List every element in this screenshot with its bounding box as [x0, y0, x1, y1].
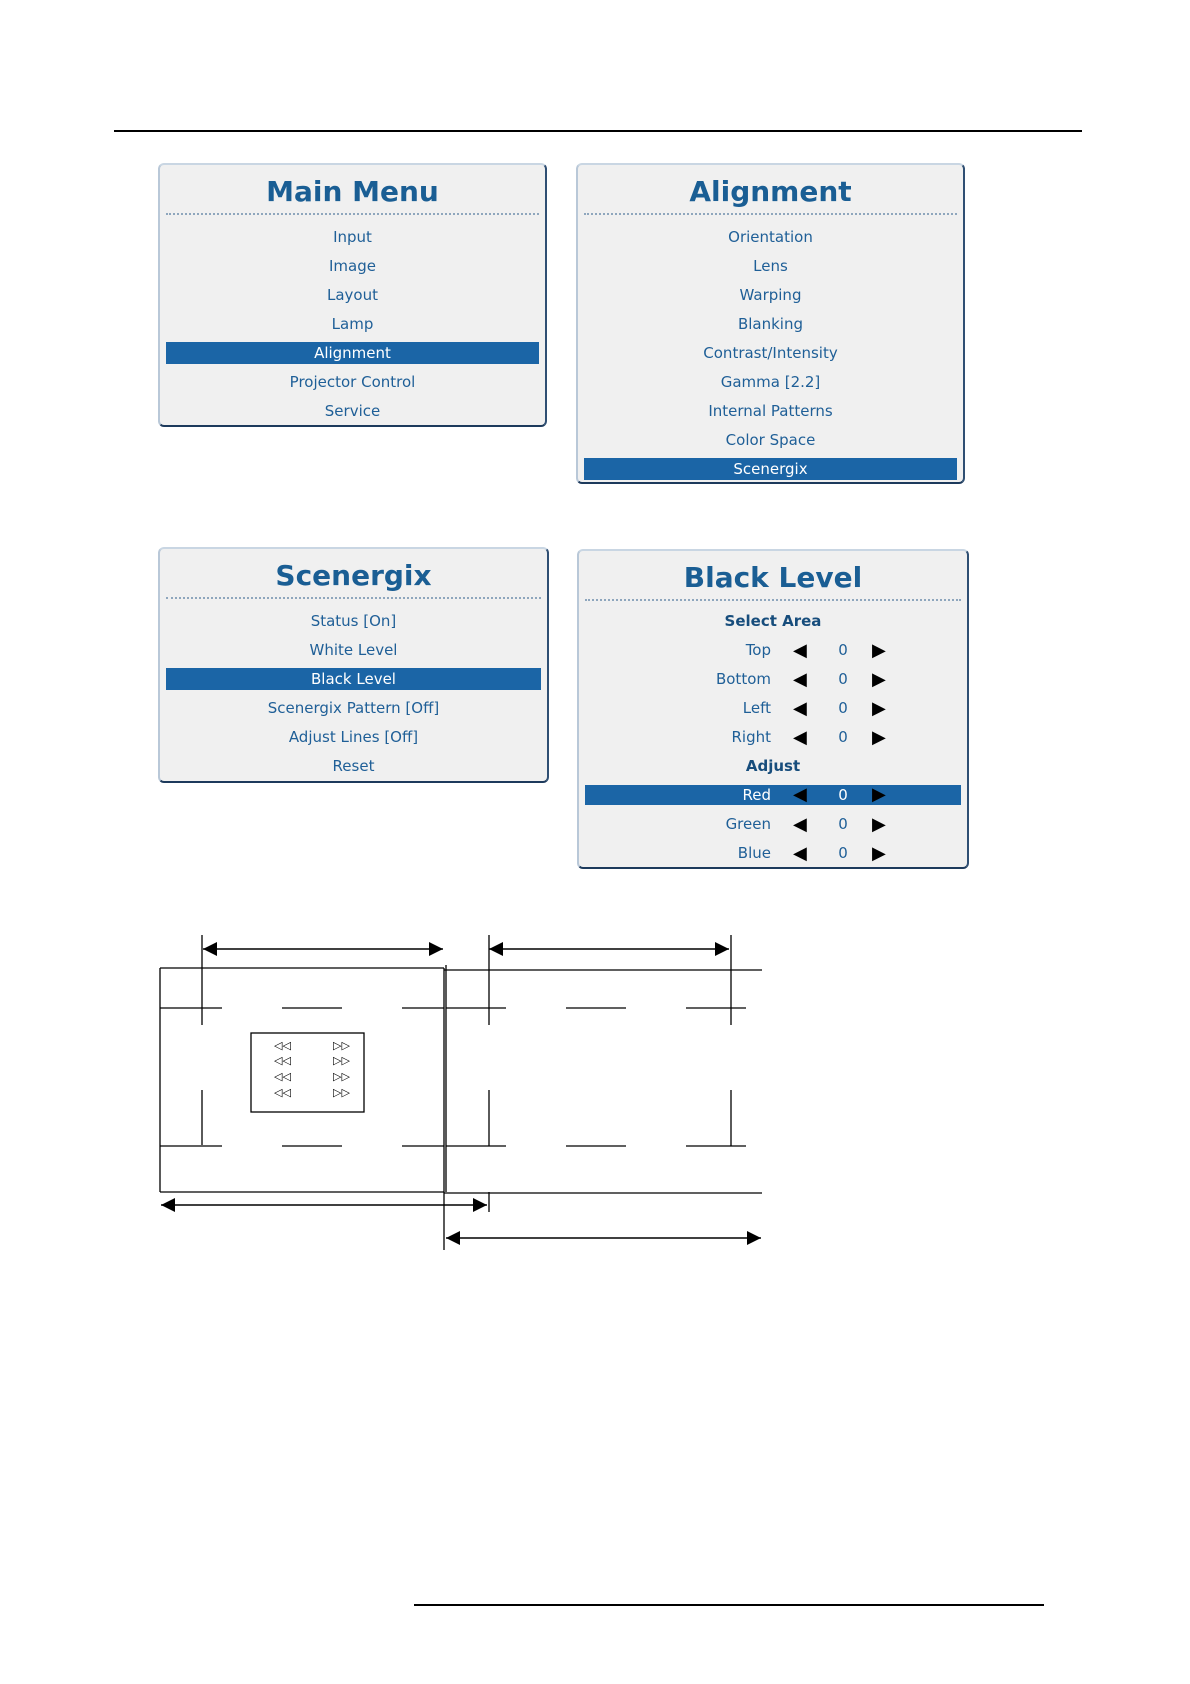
increase-arrow-icon[interactable]: ▶ [872, 814, 886, 835]
menu-item-contrast-intensity[interactable]: Contrast/Intensity [703, 344, 838, 362]
title-divider [585, 599, 961, 601]
arrow-glyph-left-3: ◁◁ [274, 1070, 291, 1083]
row-right[interactable]: Right ◀ 0 ▶ [585, 723, 961, 752]
menu-item-internal-patterns[interactable]: Internal Patterns [708, 402, 833, 420]
row-red[interactable]: Red ◀ 0 ▶ [585, 785, 961, 805]
row-value: 0 [838, 641, 848, 659]
arrow-glyph-right-1: ▷▷ [333, 1039, 350, 1052]
menu-item-status[interactable]: Status [On] [310, 612, 397, 630]
menu-item-blanking[interactable]: Blanking [737, 315, 804, 333]
menu-item-color-space[interactable]: Color Space [725, 431, 816, 449]
menu-item-orientation[interactable]: Orientation [728, 228, 813, 246]
menu-item-lamp[interactable]: Lamp [331, 315, 374, 333]
row-label: Top [745, 641, 771, 659]
black-level-list: Select Area Top ◀ 0 ▶ Bottom ◀ 0 ▶ Left … [579, 607, 967, 868]
row-label: Right [731, 728, 772, 746]
decrease-arrow-icon[interactable]: ◀ [793, 727, 807, 748]
menu-item-input[interactable]: Input [333, 228, 372, 246]
row-blue[interactable]: Blue ◀ 0 ▶ [585, 839, 961, 868]
section-select-area: Select Area [724, 612, 822, 630]
menu-item-scenergix[interactable]: Scenergix [584, 458, 957, 480]
row-label: Red [742, 786, 772, 804]
menu-item-lens[interactable]: Lens [753, 257, 788, 275]
row-value: 0 [838, 670, 848, 688]
title-divider [166, 213, 539, 215]
alignment-menu-title: Alignment [689, 175, 852, 208]
title-divider [584, 213, 957, 215]
arrow-glyph-right-3: ▷▷ [333, 1070, 350, 1083]
scenergix-menu-title: Scenergix [275, 559, 432, 592]
menu-item-layout[interactable]: Layout [327, 286, 378, 304]
increase-arrow-icon[interactable]: ▶ [872, 727, 886, 748]
arrow-glyph-left-4: ◁◁ [274, 1086, 291, 1099]
row-green[interactable]: Green ◀ 0 ▶ [585, 810, 961, 839]
row-value: 0 [838, 699, 848, 717]
increase-arrow-icon[interactable]: ▶ [872, 669, 886, 690]
row-label: Left [742, 699, 771, 717]
menu-item-reset[interactable]: Reset [332, 757, 375, 775]
menu-item-black-level[interactable]: Black Level [166, 668, 541, 690]
increase-arrow-icon[interactable]: ▶ [872, 698, 886, 719]
arrow-glyph-right-4: ▷▷ [333, 1086, 350, 1099]
alignment-menu-panel: Alignment Orientation Lens Warping Blank… [576, 163, 965, 484]
menu-item-image[interactable]: Image [329, 257, 376, 275]
increase-arrow-icon[interactable]: ▶ [872, 843, 886, 864]
header-rule [114, 130, 1082, 132]
scenergix-menu-list: Status [On] White Level Black Level Scen… [160, 607, 547, 781]
main-menu-title: Main Menu [266, 175, 439, 208]
decrease-arrow-icon[interactable]: ◀ [793, 784, 807, 805]
decrease-arrow-icon[interactable]: ◀ [793, 698, 807, 719]
row-bottom[interactable]: Bottom ◀ 0 ▶ [585, 665, 961, 694]
arrow-glyph-left-1: ◁◁ [274, 1039, 291, 1052]
main-menu-list: Input Image Layout Lamp Alignment Projec… [160, 223, 545, 426]
row-label: Bottom [715, 670, 771, 688]
menu-item-alignment[interactable]: Alignment [166, 342, 539, 364]
black-level-menu-title: Black Level [683, 561, 863, 594]
row-value: 0 [838, 728, 848, 746]
menu-item-adjust-lines[interactable]: Adjust Lines [Off] [288, 728, 419, 746]
row-label: Blue [737, 844, 771, 862]
increase-arrow-icon[interactable]: ▶ [872, 640, 886, 661]
section-adjust: Adjust [745, 757, 801, 775]
row-value: 0 [838, 786, 848, 804]
row-left[interactable]: Left ◀ 0 ▶ [585, 694, 961, 723]
adjust-box [250, 1032, 365, 1113]
menu-item-projector-control[interactable]: Projector Control [289, 373, 416, 391]
scenergix-menu-panel: Scenergix Status [On] White Level Black … [158, 547, 549, 783]
arrow-glyph-right-2: ▷▷ [333, 1054, 350, 1067]
black-level-menu-panel: Black Level Select Area Top ◀ 0 ▶ Bottom… [577, 549, 969, 869]
menu-item-warping[interactable]: Warping [739, 286, 802, 304]
decrease-arrow-icon[interactable]: ◀ [793, 669, 807, 690]
arrow-glyph-left-2: ◁◁ [274, 1054, 291, 1067]
menu-item-scenergix-pattern[interactable]: Scenergix Pattern [Off] [267, 699, 440, 717]
row-top[interactable]: Top ◀ 0 ▶ [585, 636, 961, 665]
menu-item-gamma[interactable]: Gamma [2.2] [720, 373, 821, 391]
footer-rule [414, 1604, 1044, 1606]
row-value: 0 [838, 844, 848, 862]
alignment-menu-list: Orientation Lens Warping Blanking Contra… [578, 223, 963, 480]
decrease-arrow-icon[interactable]: ◀ [793, 814, 807, 835]
increase-arrow-icon[interactable]: ▶ [872, 784, 886, 805]
menu-item-service[interactable]: Service [324, 402, 381, 420]
decrease-arrow-icon[interactable]: ◀ [793, 640, 807, 661]
decrease-arrow-icon[interactable]: ◀ [793, 843, 807, 864]
title-divider [166, 597, 541, 599]
main-menu-panel: Main Menu Input Image Layout Lamp Alignm… [158, 163, 547, 427]
menu-item-white-level[interactable]: White Level [309, 641, 398, 659]
row-label: Green [725, 815, 771, 833]
row-value: 0 [838, 815, 848, 833]
